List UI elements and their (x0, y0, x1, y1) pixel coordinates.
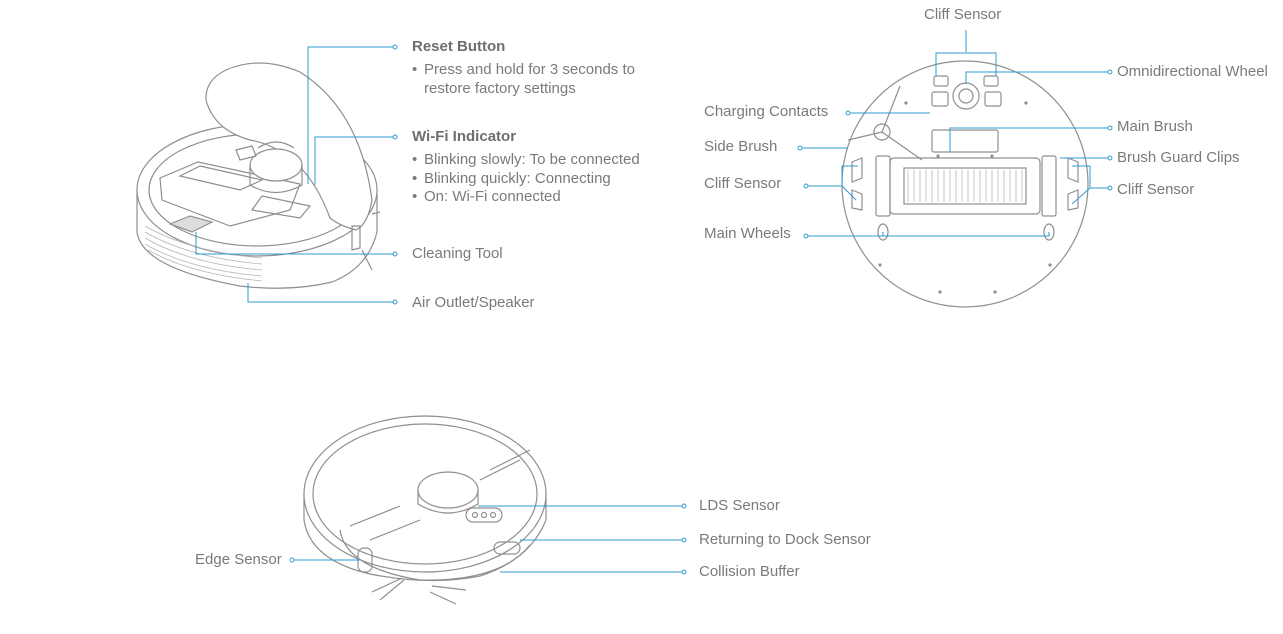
omnidirectional-wheel-label: Omnidirectional Wheel (1117, 63, 1268, 80)
side-brush-label: Side Brush (704, 138, 778, 155)
bottom-view-leaders (797, 30, 1113, 239)
charging-contacts-label: Charging Contacts (704, 103, 829, 120)
reset-button-line: restore factory settings (424, 79, 576, 97)
front-view-leaders (289, 503, 687, 575)
wifi-indicator-description: Blinking slowly: To be connected Blinkin… (412, 151, 640, 207)
robot-open-lid-illustration (136, 62, 381, 289)
wifi-indicator-title: Wi-Fi Indicator (412, 128, 517, 145)
reset-button-title: Reset Button (412, 38, 506, 55)
wifi-indicator-line: Blinking slowly: To be connected (412, 151, 640, 170)
cliff-sensor-right-label: Cliff Sensor (1117, 181, 1195, 198)
cliff-sensor-top-label: Cliff Sensor (924, 6, 1002, 23)
collision-buffer-label: Collision Buffer (699, 563, 800, 580)
reset-button-line: Press and hold for 3 seconds to (412, 61, 635, 80)
cliff-sensor-left-label: Cliff Sensor (704, 175, 782, 192)
brush-guard-clips-label: Brush Guard Clips (1117, 149, 1240, 166)
dock-sensor-label: Returning to Dock Sensor (699, 531, 871, 548)
wifi-indicator-line: On: Wi-Fi connected (412, 188, 640, 207)
main-brush-label: Main Brush (1117, 118, 1193, 135)
main-wheels-label: Main Wheels (704, 225, 791, 242)
wifi-indicator-line: Blinking quickly: Connecting (412, 170, 640, 189)
cleaning-tool-label: Cleaning Tool (412, 245, 503, 262)
edge-sensor-label: Edge Sensor (195, 551, 282, 568)
robot-front-view-illustration (303, 415, 547, 605)
robot-bottom-view-illustration (841, 60, 1089, 308)
air-outlet-label: Air Outlet/Speaker (412, 294, 535, 311)
lds-sensor-label: LDS Sensor (699, 497, 780, 514)
top-left-leaders (195, 44, 398, 305)
reset-button-description: Press and hold for 3 seconds to restore … (412, 61, 635, 98)
